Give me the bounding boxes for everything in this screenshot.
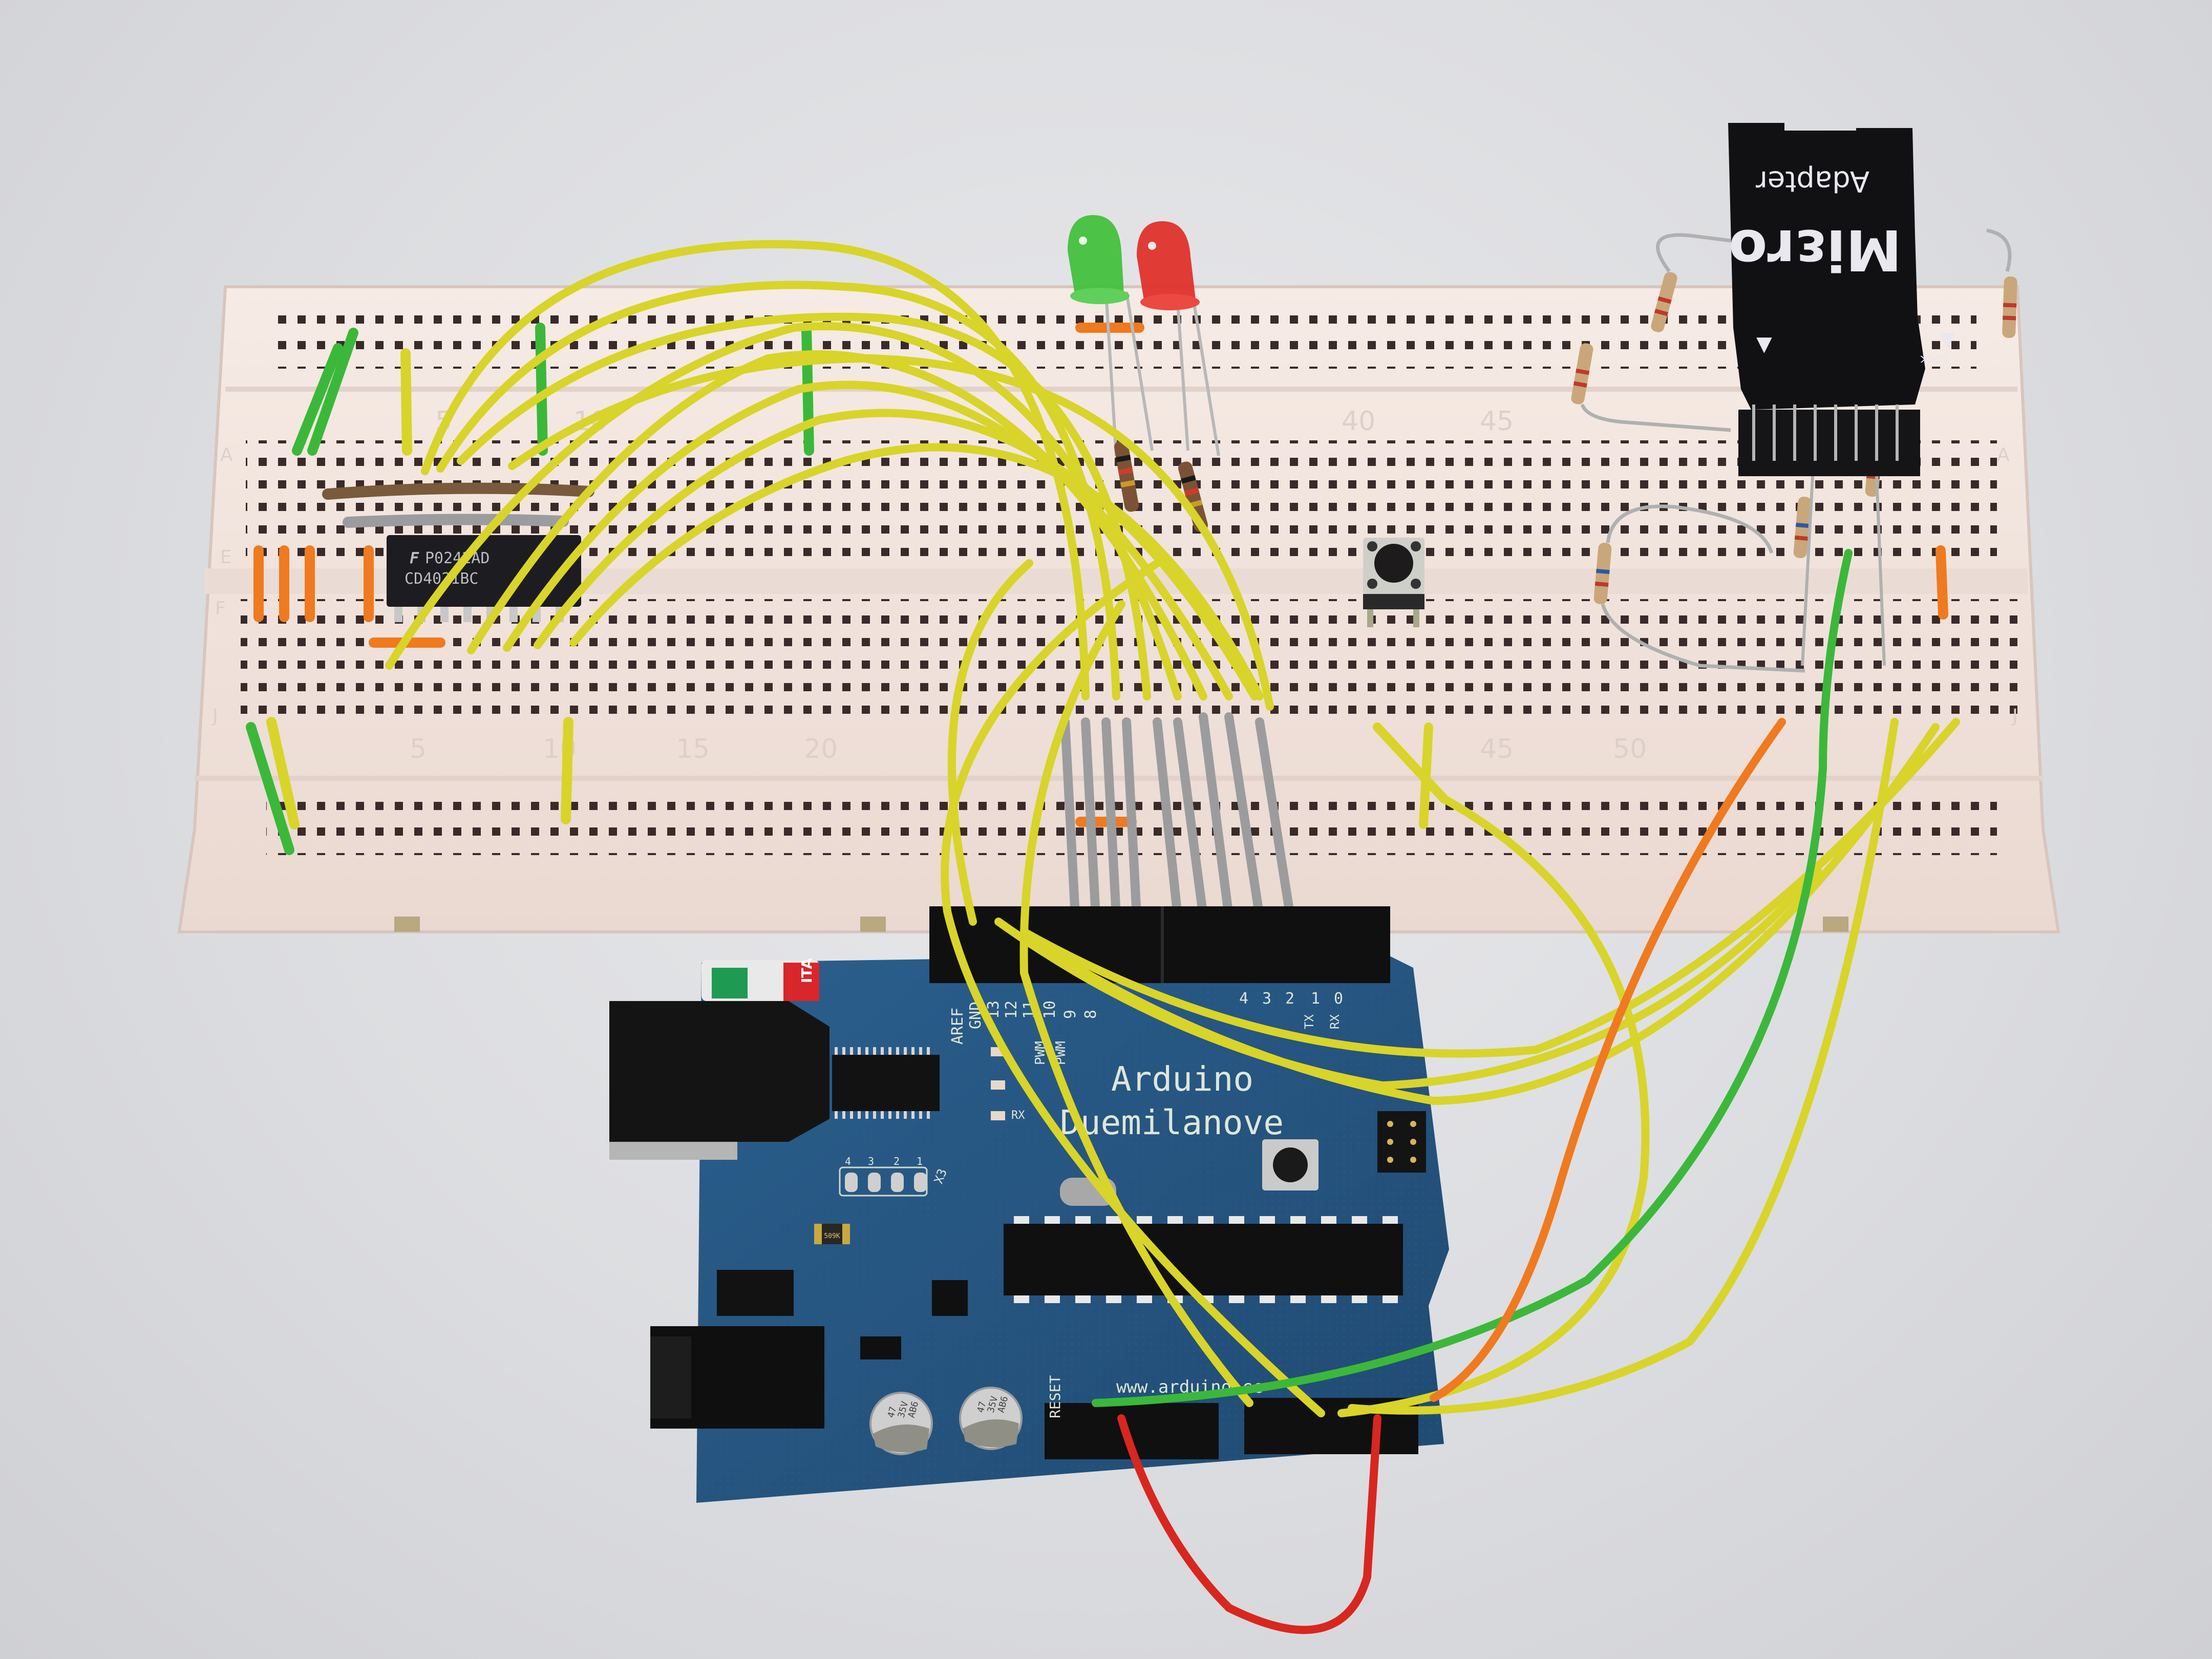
sd-lock-label: Lock xyxy=(1920,353,1948,367)
pin-label-1: 1 xyxy=(1311,990,1320,1008)
row-letter: J xyxy=(211,706,218,727)
pin-label-8: 8 xyxy=(1082,1010,1100,1019)
row-letter: A xyxy=(220,444,233,465)
sd-lock-arrow-icon: ▲ xyxy=(1940,331,1955,354)
column-number: 5 xyxy=(410,734,427,764)
pin-label-4: 4 xyxy=(1239,990,1248,1008)
pin-label-0: 0 xyxy=(1334,990,1343,1008)
pin-label-12: 12 xyxy=(1003,1001,1020,1019)
digital-pin-labels: AREF GND 13 12 11 10 9 8 4 3 2 1 0 PWM P… xyxy=(949,990,1343,1065)
atmega-microcontroller xyxy=(1004,1216,1403,1303)
board-name: Arduino xyxy=(1111,1059,1253,1099)
x3-pin-label: 2 xyxy=(894,1155,900,1167)
capacitor-left: 47 35V AB6 xyxy=(869,1392,933,1455)
jumper-wires xyxy=(246,323,1948,921)
pin-label-9: 9 xyxy=(1061,1010,1079,1019)
icsp-header[interactable] xyxy=(1377,1111,1426,1173)
column-number: 45 xyxy=(1480,734,1514,764)
voltage-regulator xyxy=(860,1336,901,1359)
pin-label-3: 3 xyxy=(1262,990,1271,1008)
capacitor-right: 47 35V AB6 xyxy=(959,1387,1023,1450)
bottom-terminal-strip xyxy=(241,599,2017,722)
flying-wires xyxy=(385,240,1960,1634)
led-label-rx: RX xyxy=(1011,1109,1025,1122)
rx-label: RX xyxy=(1328,1014,1342,1029)
reset-label: RESET xyxy=(1047,1375,1064,1418)
sd-arrow-left-icon: ▼ xyxy=(1756,332,1772,356)
x3-pin-label: 4 xyxy=(845,1155,851,1167)
reset-button[interactable] xyxy=(1262,1139,1318,1190)
dc-power-jack[interactable] xyxy=(650,1326,824,1429)
row-letter: J xyxy=(2011,706,2018,727)
microsd-adapter: Adapter Miεro ▼ ▲ Lock xyxy=(1728,123,1955,666)
italy-flag-sticker: ITA xyxy=(701,958,819,1001)
chip-logo: F xyxy=(410,549,419,567)
usb-connector[interactable] xyxy=(609,1001,830,1160)
pin-label-2: 2 xyxy=(1285,990,1294,1008)
column-number: 20 xyxy=(804,734,838,764)
leds xyxy=(1068,215,1220,456)
board-model: Duemilanove xyxy=(1060,1103,1284,1142)
breadboard: 5 10 40 45 5 10 15 20 45 50 A E F J A J xyxy=(177,285,2060,933)
sd-adapter-subtitle: Adapter xyxy=(1755,164,1869,198)
digital-header[interactable] xyxy=(929,906,1390,983)
green-led-icon xyxy=(1068,215,1130,304)
row-letter: A xyxy=(1997,444,2010,465)
resistors xyxy=(1114,228,2017,673)
pin-label-10: 10 xyxy=(1041,1001,1059,1019)
row-letter: E xyxy=(220,547,232,568)
ftdi-chip xyxy=(832,1055,940,1111)
small-ic xyxy=(932,1280,968,1316)
column-number: 45 xyxy=(1480,406,1514,437)
mosfet xyxy=(717,1270,794,1316)
arduino-board: ITA 4 3 2 1 X3 xyxy=(609,906,1449,1503)
tx-label: TX xyxy=(1302,1014,1316,1029)
push-button[interactable] xyxy=(1363,538,1424,627)
column-number: 50 xyxy=(1613,734,1647,764)
status-leds: RX xyxy=(991,1047,1025,1122)
smd-resistor: 509K xyxy=(814,1224,850,1244)
sd-adapter-brand: Miεro xyxy=(1729,217,1902,283)
pin-label-aref: AREF xyxy=(949,1008,967,1045)
ic-chip-cd4021: F P0242AD CD4021BC xyxy=(387,535,581,622)
x3-pin-label: 1 xyxy=(917,1155,923,1167)
row-letter: F xyxy=(215,598,226,619)
column-number: 15 xyxy=(676,734,710,764)
smd-resistor-label: 509K xyxy=(824,1232,840,1240)
column-number: 40 xyxy=(1342,406,1375,437)
red-led-icon xyxy=(1137,221,1200,310)
flag-text: ITA xyxy=(798,958,815,983)
x3-pin-label: 3 xyxy=(868,1155,874,1167)
